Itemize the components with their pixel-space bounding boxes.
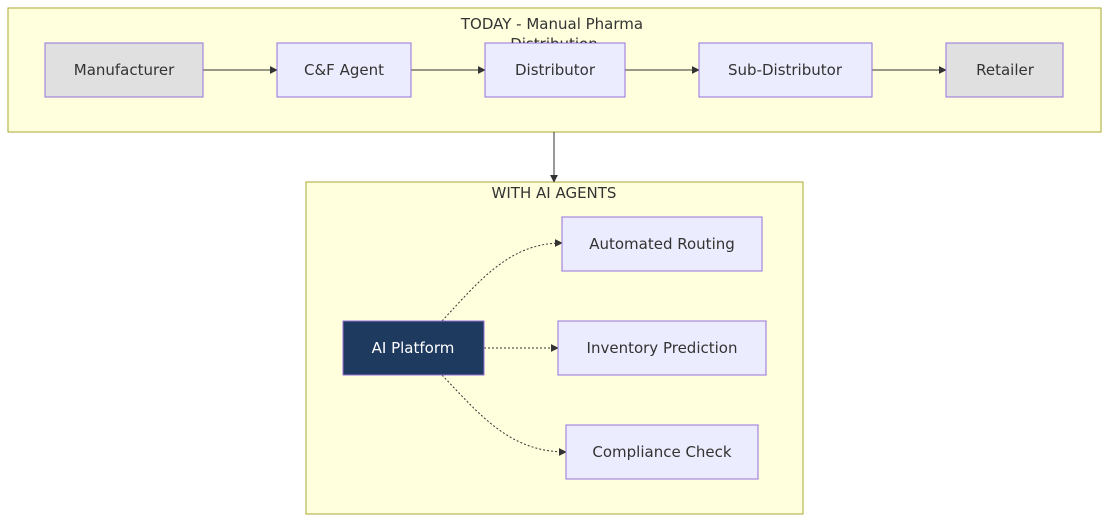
node-distributor[interactable]: Distributor: [484, 42, 626, 98]
node-compliance-check-label: Compliance Check: [592, 443, 732, 461]
node-sub-distributor[interactable]: Sub-Distributor: [698, 42, 873, 98]
node-retailer[interactable]: Retailer: [945, 42, 1064, 98]
cluster-today-title-line1: TODAY - Manual Pharma: [460, 15, 643, 33]
edge-ai-platform-automated-routing: [441, 239, 563, 322]
cluster-ai-agents-title: WITH AI AGENTS: [492, 184, 617, 202]
node-retailer-label: Retailer: [976, 61, 1035, 79]
node-manufacturer-label: Manufacturer: [74, 61, 175, 79]
node-manufacturer[interactable]: Manufacturer: [44, 42, 204, 98]
node-cf-agent-label: C&F Agent: [304, 61, 384, 79]
edge-ai-platform-compliance-check: [441, 374, 567, 456]
node-cf-agent[interactable]: C&F Agent: [276, 42, 412, 98]
node-compliance-check[interactable]: Compliance Check: [565, 424, 759, 480]
node-sub-distributor-label: Sub-Distributor: [728, 61, 843, 79]
node-distributor-label: Distributor: [515, 61, 596, 79]
node-ai-platform-label: AI Platform: [372, 339, 455, 357]
node-ai-platform[interactable]: AI Platform: [342, 320, 485, 376]
node-inventory-prediction[interactable]: Inventory Prediction: [557, 320, 767, 376]
cluster-today-title-line2: Distribution: [510, 35, 598, 53]
node-automated-routing-label: Automated Routing: [589, 235, 735, 253]
node-automated-routing[interactable]: Automated Routing: [561, 216, 763, 272]
node-inventory-prediction-label: Inventory Prediction: [587, 339, 738, 357]
